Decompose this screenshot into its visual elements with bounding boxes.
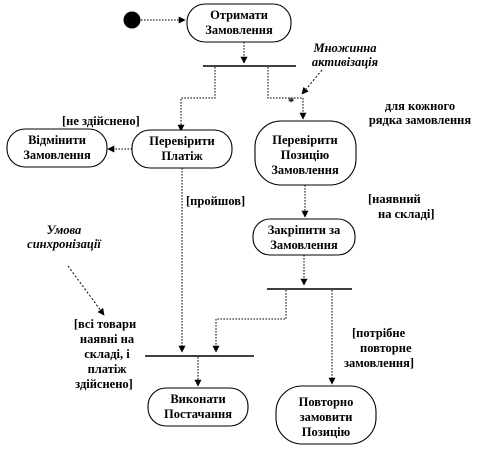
action-cancel-order: Відмінити Замовлення bbox=[6, 128, 108, 168]
svg-text:активізація: активізація bbox=[312, 55, 379, 69]
svg-text:складі, і: складі, і bbox=[84, 347, 130, 361]
ship-line2: Постачання bbox=[164, 407, 232, 421]
reorder-line2: замовити bbox=[300, 410, 353, 424]
action-check-payment: Перевірити Платіж bbox=[131, 129, 233, 169]
svg-text:[потрібне: [потрібне bbox=[352, 326, 406, 340]
note-multiple-activation-pointer bbox=[301, 69, 323, 95]
note-sync-condition-pointer bbox=[67, 265, 105, 316]
ship-line1: Виконати bbox=[170, 392, 225, 406]
cancel-order-line2: Замовлення bbox=[23, 148, 91, 162]
svg-text:платіж: платіж bbox=[88, 362, 128, 376]
svg-text:Множинна: Множинна bbox=[313, 41, 377, 55]
action-check-order-item: Перевірити Позицію Замовлення bbox=[254, 120, 357, 186]
guard-not-done: [не здійснено] bbox=[62, 114, 140, 128]
svg-text:синхронізації: синхронізації bbox=[27, 237, 102, 251]
svg-text:рядка замовлення: рядка замовлення bbox=[369, 113, 472, 127]
edge-fork-to-check-item bbox=[267, 67, 307, 120]
edge-decision-to-join bbox=[212, 290, 287, 353]
guard-passed: [пройшов] bbox=[186, 194, 245, 208]
receive-order-line2: Замовлення bbox=[205, 23, 273, 37]
multiplicity-star: * bbox=[288, 95, 294, 109]
cancel-order-line1: Відмінити bbox=[28, 133, 86, 147]
svg-text:здійснено]: здійснено] bbox=[75, 377, 133, 391]
reorder-line1: Повторно bbox=[299, 395, 354, 409]
svg-text:[всі товари: [всі товари bbox=[74, 317, 136, 331]
svg-text:замовлення]: замовлення] bbox=[344, 356, 414, 370]
receive-order-line1: Отримати bbox=[210, 8, 268, 22]
check-item-line3: Замовлення bbox=[271, 163, 339, 177]
svg-text:на складі]: на складі] bbox=[378, 207, 435, 221]
initial-node bbox=[123, 11, 141, 29]
reorder-line3: Позицію bbox=[302, 425, 351, 439]
note-sync-condition: Умова синхронізації bbox=[27, 223, 102, 251]
action-reserve-item: Закріпити за Замовлення bbox=[252, 218, 356, 256]
note-for-each-line: для кожного рядка замовлення bbox=[369, 99, 472, 127]
svg-text:Умова: Умова bbox=[47, 223, 82, 237]
svg-text:повторне: повторне bbox=[360, 341, 412, 355]
reserve-item-line2: Замовлення bbox=[270, 238, 338, 252]
svg-text:наявні на: наявні на bbox=[80, 332, 135, 346]
note-multiple-activation: Множинна активізація bbox=[312, 41, 379, 69]
check-item-line2: Позицію bbox=[281, 148, 330, 162]
edge-fork-to-check-payment bbox=[177, 67, 216, 132]
guard-need-reorder: [потрібне повторне замовлення] bbox=[344, 326, 414, 370]
check-payment-line1: Перевірити bbox=[149, 134, 215, 148]
guard-in-stock: [наявний на складі] bbox=[368, 192, 435, 221]
action-ship: Виконати Постачання bbox=[147, 387, 249, 427]
check-payment-line2: Платіж bbox=[161, 149, 203, 163]
svg-text:[наявний: [наявний bbox=[368, 192, 421, 206]
check-item-line1: Перевірити bbox=[272, 133, 338, 147]
action-reorder-item: Повторно замовити Позицію bbox=[275, 385, 377, 445]
reserve-item-line1: Закріпити за bbox=[268, 223, 341, 237]
action-receive-order: Отримати Замовлення bbox=[186, 3, 292, 43]
guard-all-in-stock: [всі товари наявні на складі, і платіж з… bbox=[74, 317, 136, 391]
svg-text:для кожного: для кожного bbox=[385, 99, 455, 113]
